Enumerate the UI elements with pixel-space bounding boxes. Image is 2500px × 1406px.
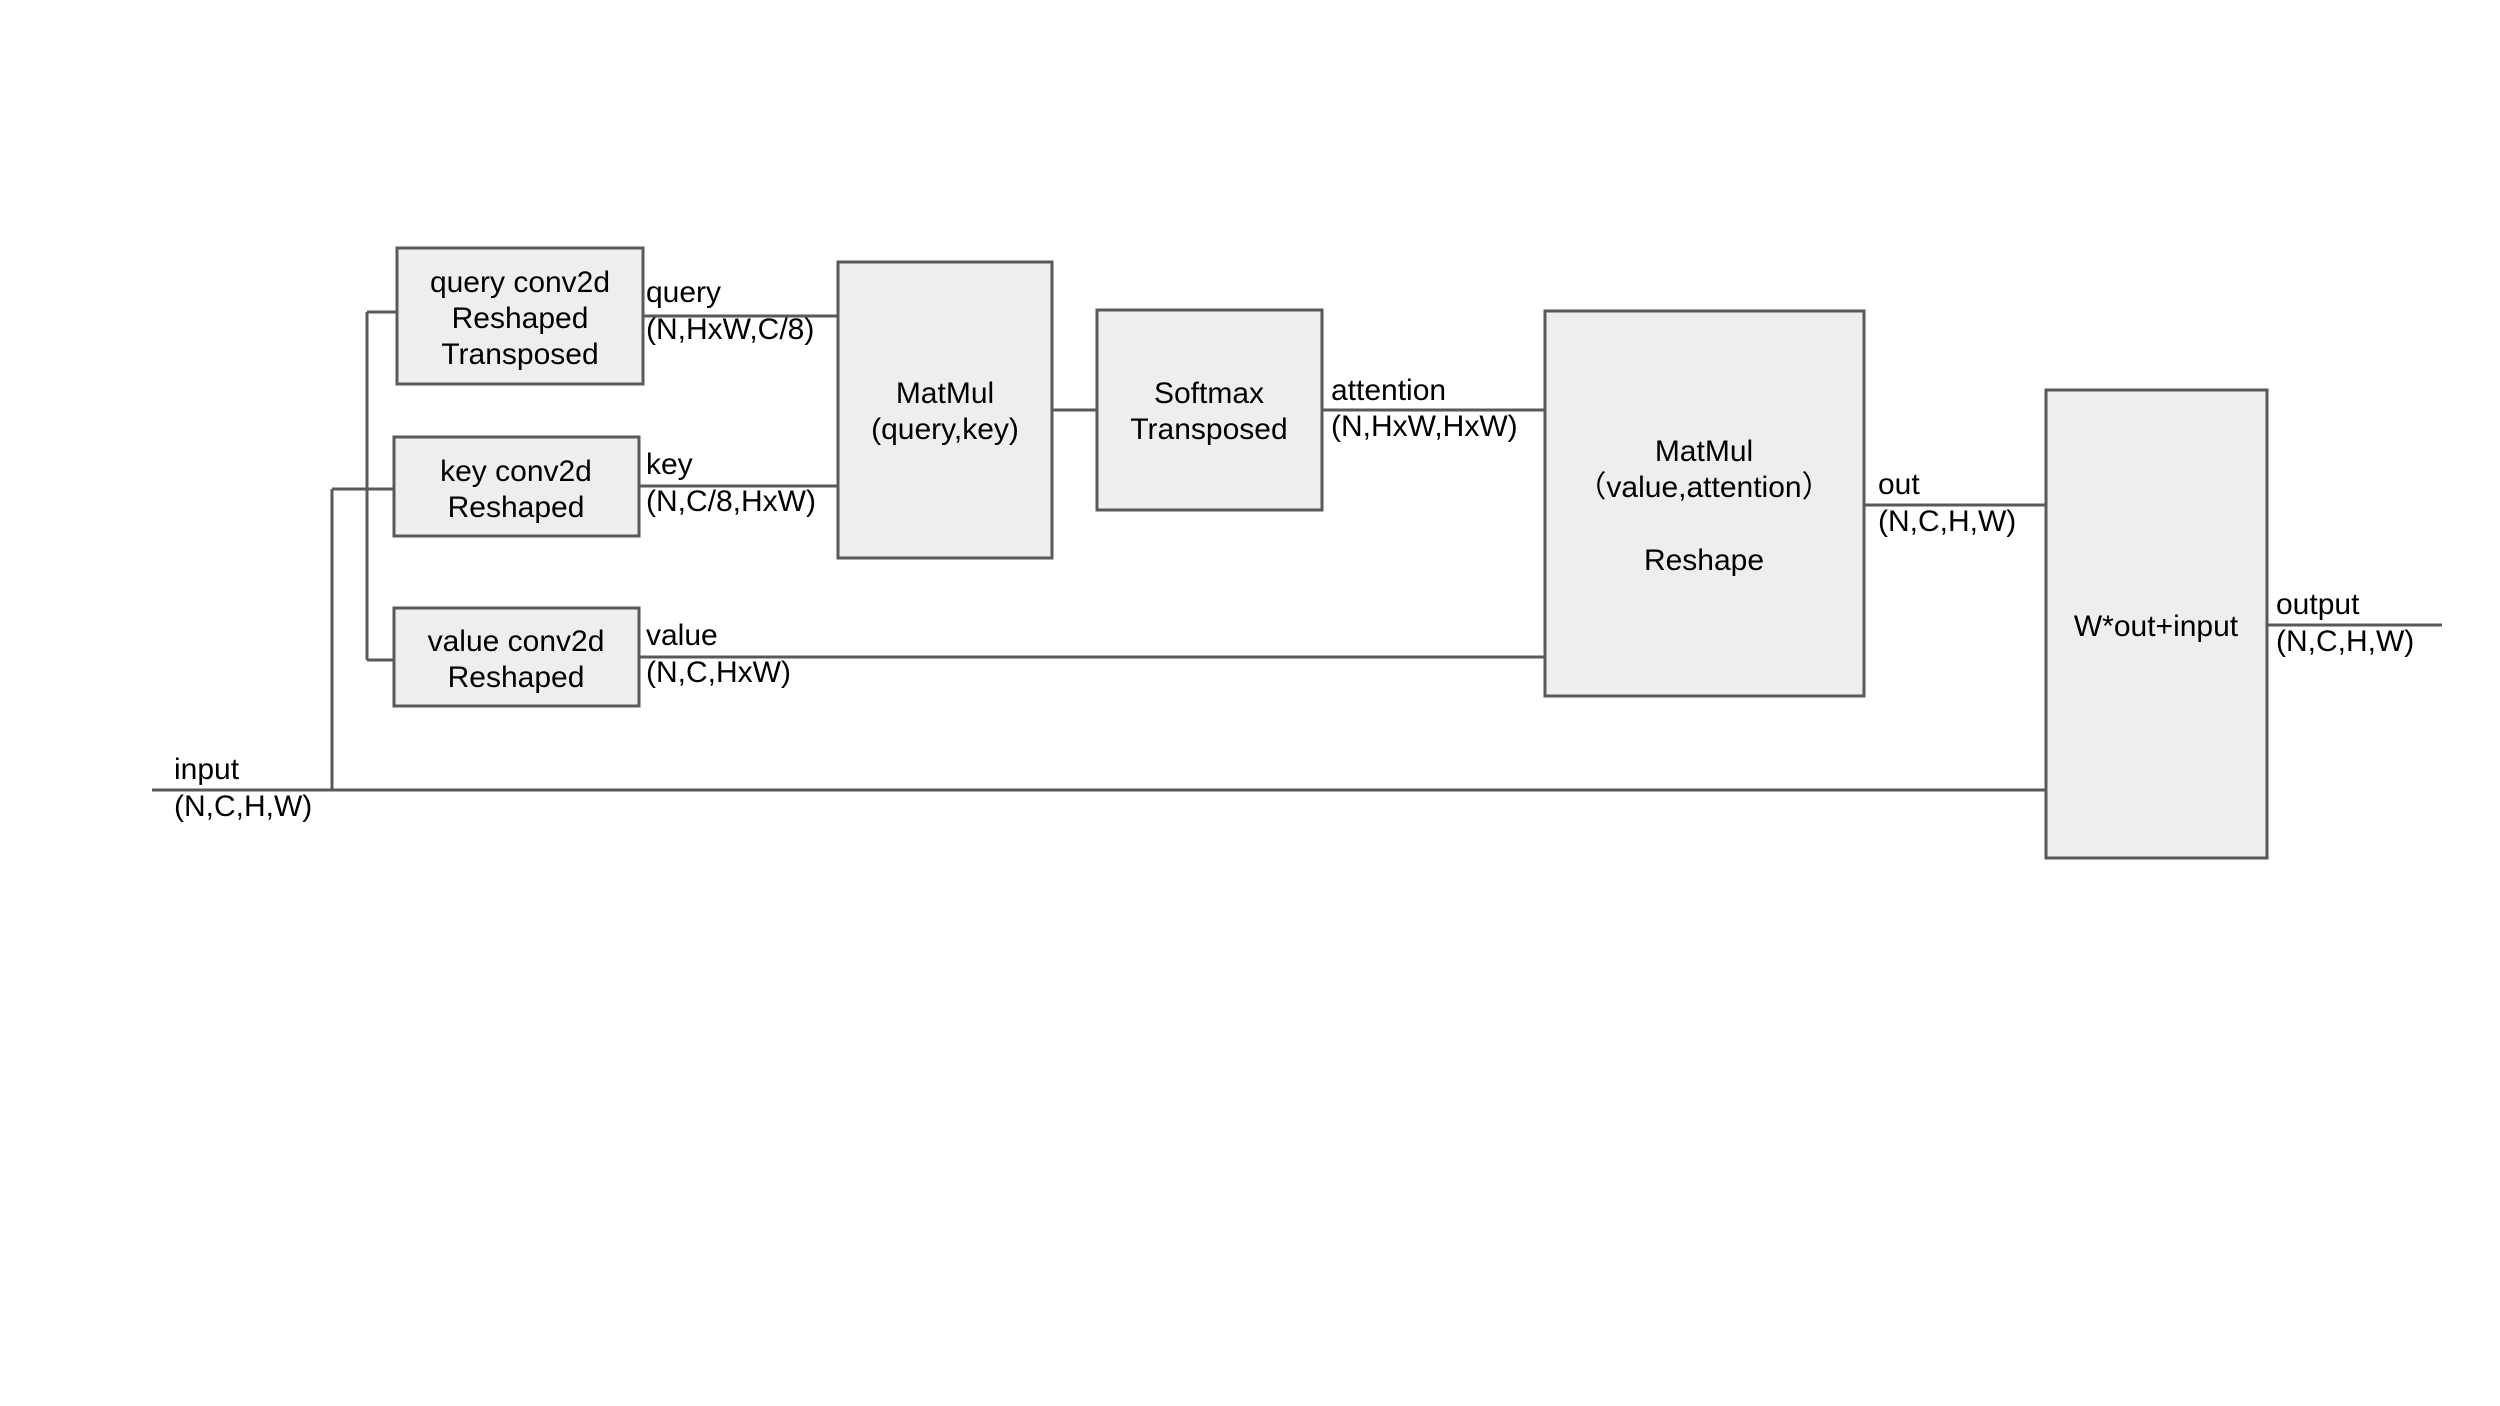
output-label: output: [2276, 588, 2360, 621]
key-conv-block: key conv2d Reshaped: [392, 435, 641, 538]
matmul-va-block: MatMul （value,attention） Reshape: [1543, 309, 1866, 698]
edge-labels: input (N,C,H,W) query (N,HxW,C/8) key (N…: [174, 276, 2414, 823]
residual-formula: W*out+input: [2074, 610, 2239, 643]
softmax-box: [1095, 308, 1324, 512]
input-shape: (N,C,H,W): [174, 790, 312, 823]
connectors: [152, 310, 2442, 792]
matmul-qk-box: [836, 260, 1054, 560]
output-shape: (N,C,H,W): [2276, 625, 2414, 658]
matmul-va-operands: （value,attention）: [1576, 471, 1831, 504]
matmul-va-reshape: Reshape: [1644, 544, 1764, 577]
softmax-block: Softmax Transposed: [1095, 308, 1324, 512]
value-conv-title: value conv2d: [428, 625, 605, 658]
value-shape: (N,C,HxW): [646, 656, 791, 689]
key-conv-box: [392, 435, 641, 538]
query-label: query: [646, 276, 721, 309]
query-conv-transposed: Transposed: [441, 338, 598, 371]
value-conv-block: value conv2d Reshaped: [392, 606, 641, 708]
softmax-transposed: Transposed: [1130, 413, 1287, 446]
out-shape: (N,C,H,W): [1878, 505, 2016, 538]
attention-label: attention: [1331, 374, 1446, 407]
input-label: input: [174, 753, 240, 786]
matmul-qk-title: MatMul: [896, 377, 994, 410]
matmul-va-title: MatMul: [1655, 435, 1753, 468]
query-conv-box: [395, 246, 645, 386]
matmul-va-box: [1543, 309, 1866, 698]
query-conv-block: query conv2d Reshaped Transposed: [395, 246, 645, 386]
value-label: value: [646, 619, 718, 652]
softmax-title: Softmax: [1154, 377, 1264, 410]
matmul-qk-block: MatMul (query,key): [836, 260, 1054, 560]
query-shape: (N,HxW,C/8): [646, 313, 814, 346]
residual-block: W*out+input: [2044, 388, 2269, 860]
out-label: out: [1878, 468, 1920, 501]
key-conv-reshaped: Reshaped: [448, 491, 585, 524]
value-conv-box: [392, 606, 641, 708]
attention-shape: (N,HxW,HxW): [1331, 410, 1518, 443]
key-label: key: [646, 448, 693, 481]
value-conv-reshaped: Reshaped: [448, 661, 585, 694]
key-shape: (N,C/8,HxW): [646, 485, 816, 518]
query-conv-reshaped: Reshaped: [452, 302, 589, 335]
residual-box: [2044, 388, 2269, 860]
key-conv-title: key conv2d: [440, 455, 592, 488]
matmul-qk-operands: (query,key): [871, 413, 1019, 446]
query-conv-title: query conv2d: [430, 266, 610, 299]
